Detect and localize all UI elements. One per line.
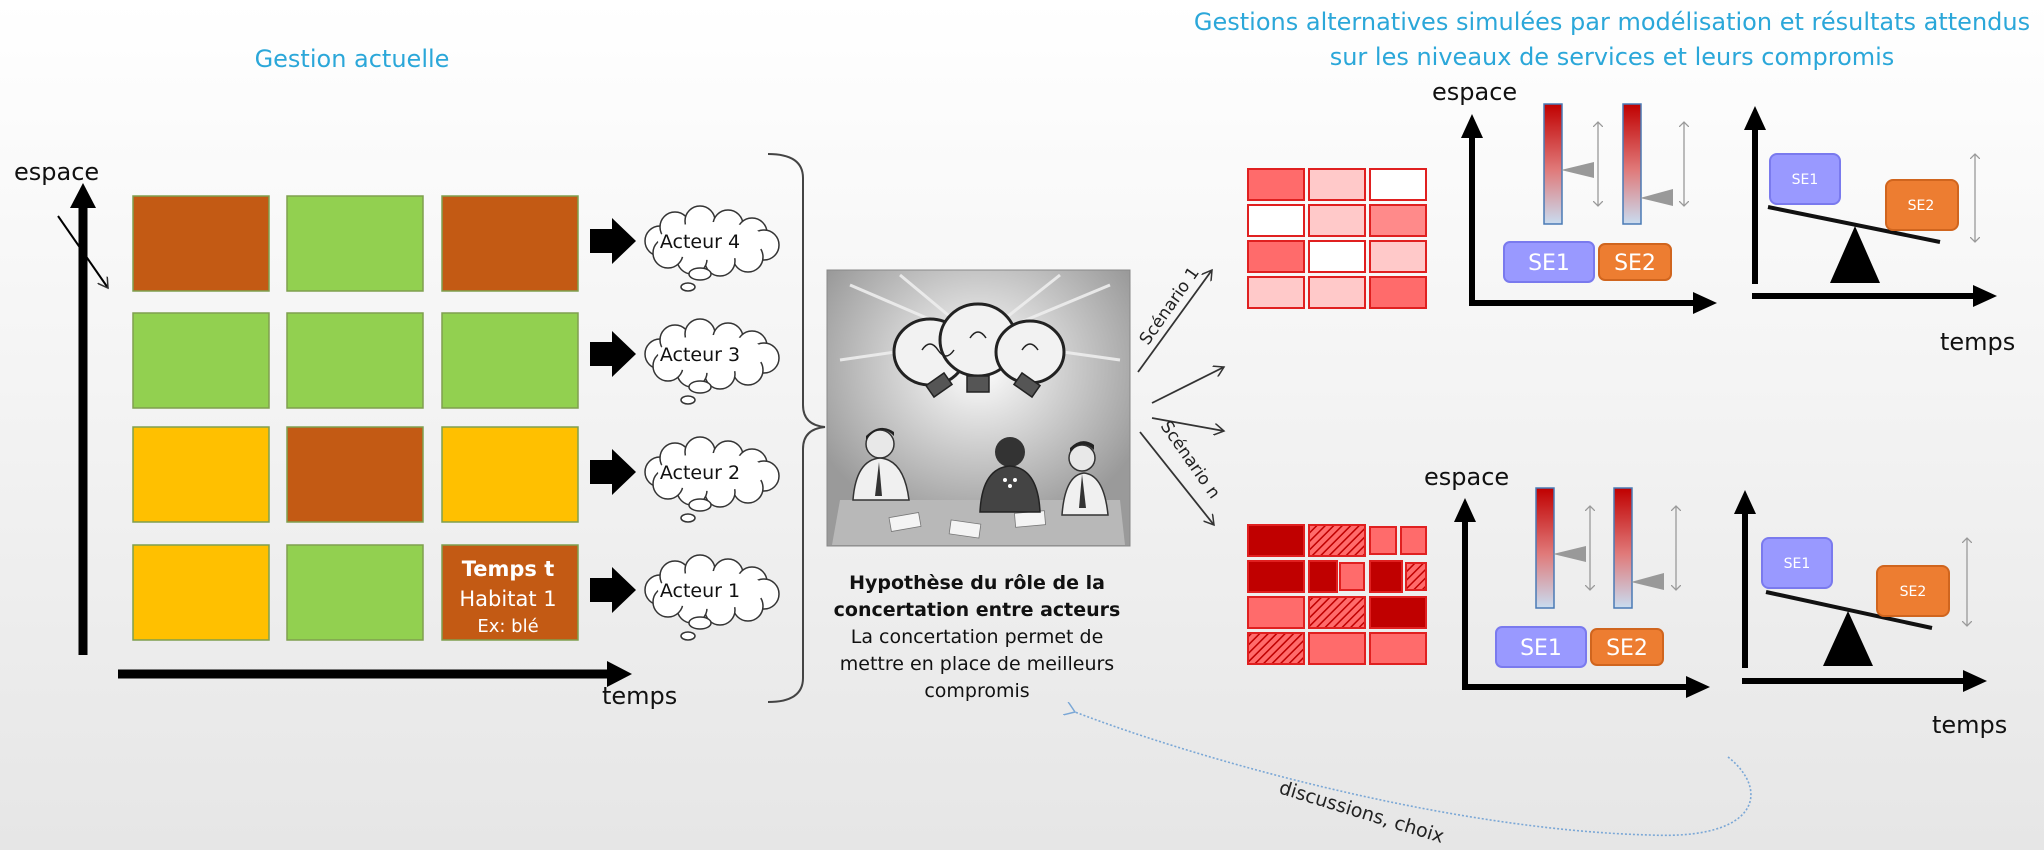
actor-group: Acteur 2 xyxy=(590,436,780,523)
actor-arrow-icon xyxy=(590,218,636,264)
cell-habitat-label: Habitat 1 xyxy=(459,587,556,611)
scenario-1-balance-chart xyxy=(1744,106,1997,307)
habitat-cell xyxy=(132,544,270,641)
scenario-1-space-label: espace xyxy=(1432,78,1517,106)
balance-scale-icon xyxy=(1765,590,1933,666)
habitat-cell xyxy=(286,312,424,409)
grouping-brace xyxy=(767,153,826,703)
scenario-n-balance-se2: SE2 xyxy=(1900,584,1927,600)
actor-arrow-icon xyxy=(590,567,636,613)
scenario-1-se2-label: SE2 xyxy=(1614,251,1656,276)
actor-arrow-icon xyxy=(590,331,636,377)
hypothesis-line2: concertation entre acteurs xyxy=(834,599,1121,621)
habitat-cell xyxy=(441,426,579,523)
scenario-n-services-chart xyxy=(1454,487,1710,698)
hypothesis-line1: Hypothèse du rôle de la xyxy=(849,572,1105,594)
habitat-cell xyxy=(132,426,270,523)
feedback-arrow xyxy=(1075,712,1752,837)
balance-scale-icon xyxy=(1767,205,1941,283)
hypothesis-text: Hypothèse du rôle de la concertation ent… xyxy=(834,572,1121,702)
actor-label: Acteur 3 xyxy=(660,344,740,366)
scenario-1-services-chart xyxy=(1461,103,1717,314)
scenario-n-balance-se1: SE1 xyxy=(1784,556,1811,572)
habitat-cell xyxy=(441,195,579,292)
actor-arrow-icon xyxy=(590,449,636,495)
actor-label: Acteur 1 xyxy=(660,580,740,602)
scenario-1-map xyxy=(1247,168,1427,309)
meeting-illustration-icon xyxy=(826,269,1131,547)
habitat-cell xyxy=(441,312,579,409)
hypothesis-line5: compromis xyxy=(924,680,1029,702)
habitat-cell xyxy=(132,312,270,409)
right-title-line1: Gestions alternatives simulées par modél… xyxy=(1194,8,2030,36)
scenario-n-balance-chart xyxy=(1734,490,1987,692)
cell-time-label: Temps t xyxy=(462,557,555,581)
scenario-1-se1-label: SE1 xyxy=(1528,251,1570,276)
scenario-n-space-label: espace xyxy=(1424,463,1509,491)
habitat-cell xyxy=(286,195,424,292)
left-space-label: espace xyxy=(14,158,99,186)
highlight-cell-text: Temps t Habitat 1 Ex: blé xyxy=(459,557,556,637)
scenario-1-balance-se1: SE1 xyxy=(1792,172,1819,188)
left-title: Gestion actuelle xyxy=(255,45,450,73)
scenario-1-balance-se2: SE2 xyxy=(1908,198,1935,214)
thought-cloud-icon xyxy=(644,554,780,641)
actor-group: Acteur 1 xyxy=(590,554,780,641)
scenario-arrows xyxy=(1137,270,1224,525)
habitat-cell xyxy=(286,544,424,641)
thought-cloud-icon xyxy=(644,205,780,292)
habitat-grid xyxy=(132,195,579,641)
actor-group: Acteur 3 xyxy=(590,318,780,405)
thought-cloud-icon xyxy=(644,318,780,405)
actor-label: Acteur 4 xyxy=(660,231,740,253)
actors: Acteur 4 Acteur 3 Acteur 2 Acteur 1 xyxy=(590,205,780,641)
right-title-line2: sur les niveaux de services et leurs com… xyxy=(1330,43,1895,71)
scenario-1-time-label: temps xyxy=(1940,328,2015,356)
hypothesis-line3: La concertation permet de xyxy=(851,626,1104,648)
left-time-label: temps xyxy=(602,682,677,710)
lightbulb-icon xyxy=(892,302,1066,387)
habitat-cell xyxy=(441,544,579,641)
scenario-n-map xyxy=(1247,524,1427,665)
scenario-n-se1-label: SE1 xyxy=(1520,636,1562,661)
thought-cloud-icon xyxy=(644,436,780,523)
actor-label: Acteur 2 xyxy=(660,462,740,484)
left-axes xyxy=(57,183,632,687)
hypothesis-line4: mettre en place de meilleurs xyxy=(840,653,1114,675)
scenario-n-time-label: temps xyxy=(1932,711,2007,739)
cell-example-label: Ex: blé xyxy=(477,616,538,637)
scenario-n-se2-label: SE2 xyxy=(1606,636,1648,661)
habitat-cell xyxy=(286,426,424,523)
actor-group: Acteur 4 xyxy=(590,205,780,292)
habitat-cell xyxy=(132,195,270,292)
